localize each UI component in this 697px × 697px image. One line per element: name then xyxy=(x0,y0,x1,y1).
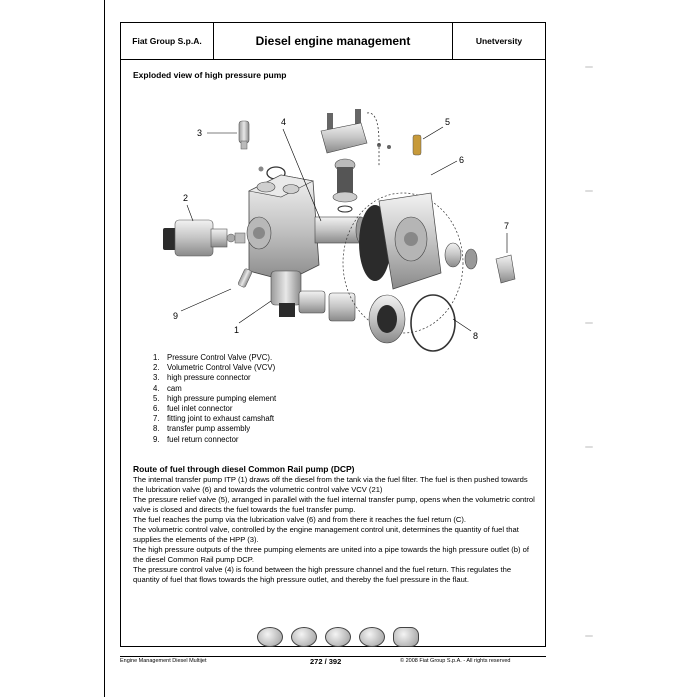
document-page: Fiat Group S.p.A. Diesel engine manageme… xyxy=(120,22,546,647)
cylinder-bushing-part xyxy=(298,290,326,314)
legend-item: 9.fuel return connector xyxy=(153,434,239,444)
callout-6: 6 xyxy=(459,155,464,165)
legend-item: 7.fitting joint to exhaust camshaft xyxy=(153,414,275,424)
alfa-romeo-logo xyxy=(325,627,351,647)
legend-item: 3.high pressure connector xyxy=(153,373,251,383)
punch-hole-mark xyxy=(585,635,593,637)
exploded-view-title: Exploded view of high pressure pump xyxy=(133,70,287,80)
legend-item: 2.Volumetric Control Valve (VCV) xyxy=(153,363,276,373)
legend-item: 8.transfer pump assembly xyxy=(153,424,251,434)
route-paragraph: The high pressure outputs of the three p… xyxy=(133,545,529,564)
parts-legend: 1.Pressure Control Valve (PVC). 2.Volume… xyxy=(153,353,276,445)
header-company: Fiat Group S.p.A. xyxy=(121,23,214,59)
transfer-pump-assembly-part xyxy=(342,192,464,352)
page-header: Fiat Group S.p.A. Diesel engine manageme… xyxy=(121,23,545,60)
pump-housing-part xyxy=(246,174,320,317)
route-section-title: Route of fuel through diesel Common Rail… xyxy=(133,464,355,474)
binder-edge-line xyxy=(104,0,105,697)
small-ball-part xyxy=(258,166,264,172)
footer-course-title: Engine Management Diesel Multijet xyxy=(120,658,207,664)
callout-2: 2 xyxy=(183,193,188,203)
route-paragraph: The fuel reaches the pump via the lubric… xyxy=(133,515,467,524)
punch-hole-mark xyxy=(585,322,593,324)
fitting-joint-part xyxy=(495,254,516,284)
footer-page-number: 272 / 392 xyxy=(310,657,342,666)
header-title: Diesel engine management xyxy=(214,23,453,59)
legend-item: 6.fuel inlet connector xyxy=(153,404,233,414)
fiat-logo xyxy=(291,627,317,647)
legend-item: 5.high pressure pumping element xyxy=(153,393,277,403)
fuel-return-connector-part xyxy=(237,268,253,288)
footer-divider xyxy=(120,656,546,657)
header-department: Unetversity xyxy=(475,36,523,46)
callout-8: 8 xyxy=(473,331,478,341)
callout-5: 5 xyxy=(445,117,450,127)
legend-item: 1.Pressure Control Valve (PVC). xyxy=(153,353,273,362)
footer-copyright: © 2008 Fiat Group S.p.A. - All rights re… xyxy=(400,658,511,664)
maserati-logo xyxy=(359,627,385,647)
high-pressure-connector-part xyxy=(238,120,250,150)
exploded-pump-diagram: 3 4 5 6 2 7 9 1 8 xyxy=(163,109,516,352)
lancia-logo xyxy=(257,627,283,647)
punch-hole-mark xyxy=(585,190,593,192)
cylinder-bushing-part xyxy=(328,292,356,322)
shaft-seal-ring-part xyxy=(444,242,478,270)
fuel-inlet-valve-part xyxy=(412,134,422,156)
punch-hole-mark xyxy=(585,446,593,448)
route-paragraph: The pressure relief valve (5), arranged … xyxy=(133,495,535,514)
route-paragraph: The pressure control valve (4) is found … xyxy=(133,565,512,584)
punch-hole-mark xyxy=(585,66,593,68)
callout-7: 7 xyxy=(504,221,509,231)
high-pressure-pumping-element-part xyxy=(320,109,391,213)
route-section-body: The internal transfer pump ITP (1) draws… xyxy=(133,475,537,585)
fiat-professional-logo xyxy=(393,627,419,647)
callout-leader-lines xyxy=(180,126,508,332)
assembly-dashed-line xyxy=(366,112,380,167)
volumetric-control-valve-part xyxy=(163,219,246,257)
callout-4: 4 xyxy=(281,117,286,127)
brand-logos xyxy=(257,627,419,647)
legend-item: 4.cam xyxy=(153,383,182,393)
callout-1: 1 xyxy=(234,325,239,335)
route-paragraph: The volumetric control valve, controlled… xyxy=(133,525,519,544)
callout-9: 9 xyxy=(173,311,178,321)
route-paragraph: The internal transfer pump ITP (1) draws… xyxy=(133,475,528,494)
cam-shaft-part xyxy=(314,216,367,244)
callout-3: 3 xyxy=(197,128,202,138)
